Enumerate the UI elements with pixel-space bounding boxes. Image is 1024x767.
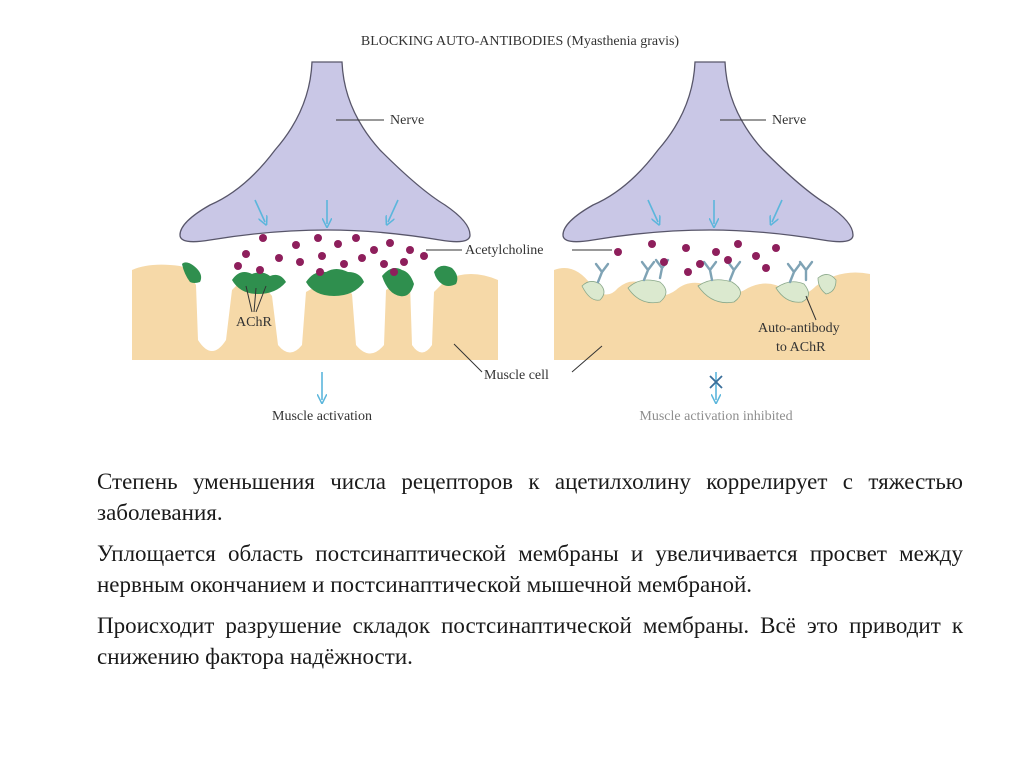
acetylcholine-molecule (712, 248, 720, 256)
acetylcholine-molecule (234, 262, 242, 270)
achr-receptor-blocked (697, 279, 741, 304)
acetylcholine-molecule (614, 248, 622, 256)
auto-antibody-icon (798, 260, 814, 282)
nerve-terminal-right (562, 61, 854, 243)
acetylcholine-molecule (660, 258, 668, 266)
acetylcholine-molecule (390, 268, 398, 276)
auto-antibody-label-2: to AChR (776, 340, 826, 355)
acetylcholine-molecule (420, 252, 428, 260)
nerve-terminal-left (179, 61, 471, 243)
acetylcholine-molecule (296, 258, 304, 266)
auto-antibody-leader (805, 295, 817, 321)
achr-receptor (182, 262, 202, 283)
acetylcholine-molecule (259, 234, 267, 242)
acetylcholine-molecule (682, 244, 690, 252)
acetylcholine-molecule (772, 244, 780, 252)
acetylcholine-molecule (380, 260, 388, 268)
muscle-cell-leader-right (571, 345, 603, 373)
achr-receptor (382, 268, 414, 297)
acetylcholine-molecule (762, 264, 770, 272)
block-cross-icon (709, 375, 723, 389)
diagram-title: BLOCKING AUTO-ANTIBODIES (Myasthenia gra… (361, 34, 680, 49)
release-arrow (647, 199, 658, 222)
right-panel-blocked: Nerve Auto-antibody to AChR Muscle activ… (554, 61, 870, 424)
achr-receptor-blocked (627, 279, 667, 304)
acetylcholine-molecule (734, 240, 742, 248)
acetylcholine-molecule (386, 239, 394, 247)
achr-receptor (232, 272, 286, 294)
acetylcholine-molecule (406, 246, 414, 254)
achr-receptor-blocked (581, 281, 605, 301)
acetylcholine-molecule (242, 250, 250, 258)
achr-label: AChR (236, 315, 272, 330)
acetylcholine-molecule (648, 240, 656, 248)
acetylcholine-molecule (334, 240, 342, 248)
acetylcholine-molecule (352, 234, 360, 242)
nerve-right-label: Nerve (772, 113, 806, 128)
acetylcholine-molecule (292, 241, 300, 249)
release-arrow (772, 199, 783, 222)
acetylcholine-molecule (684, 268, 692, 276)
auto-antibody-icon (726, 260, 742, 282)
paragraph: Уплощается область постсинаптической мем… (97, 541, 963, 597)
acetylcholine-molecule (724, 256, 732, 264)
acetylcholine-molecule (370, 246, 378, 254)
acetylcholine-molecule (752, 252, 760, 260)
muscle-cell-leader-left (453, 343, 483, 373)
release-arrow (254, 199, 265, 222)
acetylcholine-molecule (256, 266, 264, 274)
acetylcholine-molecule (314, 234, 322, 242)
achr-receptor-blocked (817, 274, 837, 295)
acetylcholine-molecule (316, 268, 324, 276)
nerve-left-label: Nerve (390, 113, 424, 128)
acetylcholine-molecule (358, 254, 366, 262)
muscle-cell-label: Muscle cell (484, 368, 549, 383)
release-arrow (388, 199, 399, 222)
acetylcholine-molecule (400, 258, 408, 266)
acetylcholine-molecule (696, 260, 704, 268)
auto-antibody-icon (786, 262, 802, 284)
acetylcholine-label: Acetylcholine (465, 243, 544, 258)
auto-antibody-icon (640, 260, 656, 282)
acetylcholine-molecule (340, 260, 348, 268)
paragraph: Степень уменьшения числа рецепторов к ац… (97, 469, 963, 525)
myasthenia-diagram: BLOCKING AUTO-ANTIBODIES (Myasthenia gra… (132, 34, 870, 424)
auto-antibody-icon (594, 262, 610, 284)
muscle-activation-label: Muscle activation (272, 409, 372, 424)
acetylcholine-molecule (275, 254, 283, 262)
muscle-activation-inhibited-label: Muscle activation inhibited (639, 409, 792, 424)
auto-antibody-icon (702, 260, 718, 282)
achr-receptor (434, 265, 458, 286)
left-panel-normal: Nerve AChR Muscle activation (132, 61, 498, 424)
body-text: Степень уменьшения числа рецепторов к ац… (97, 466, 963, 682)
acetylcholine-molecule (318, 252, 326, 260)
auto-antibody-label: Auto-antibody (758, 321, 840, 336)
paragraph: Происходит разрушение складок постсинапт… (97, 613, 963, 669)
